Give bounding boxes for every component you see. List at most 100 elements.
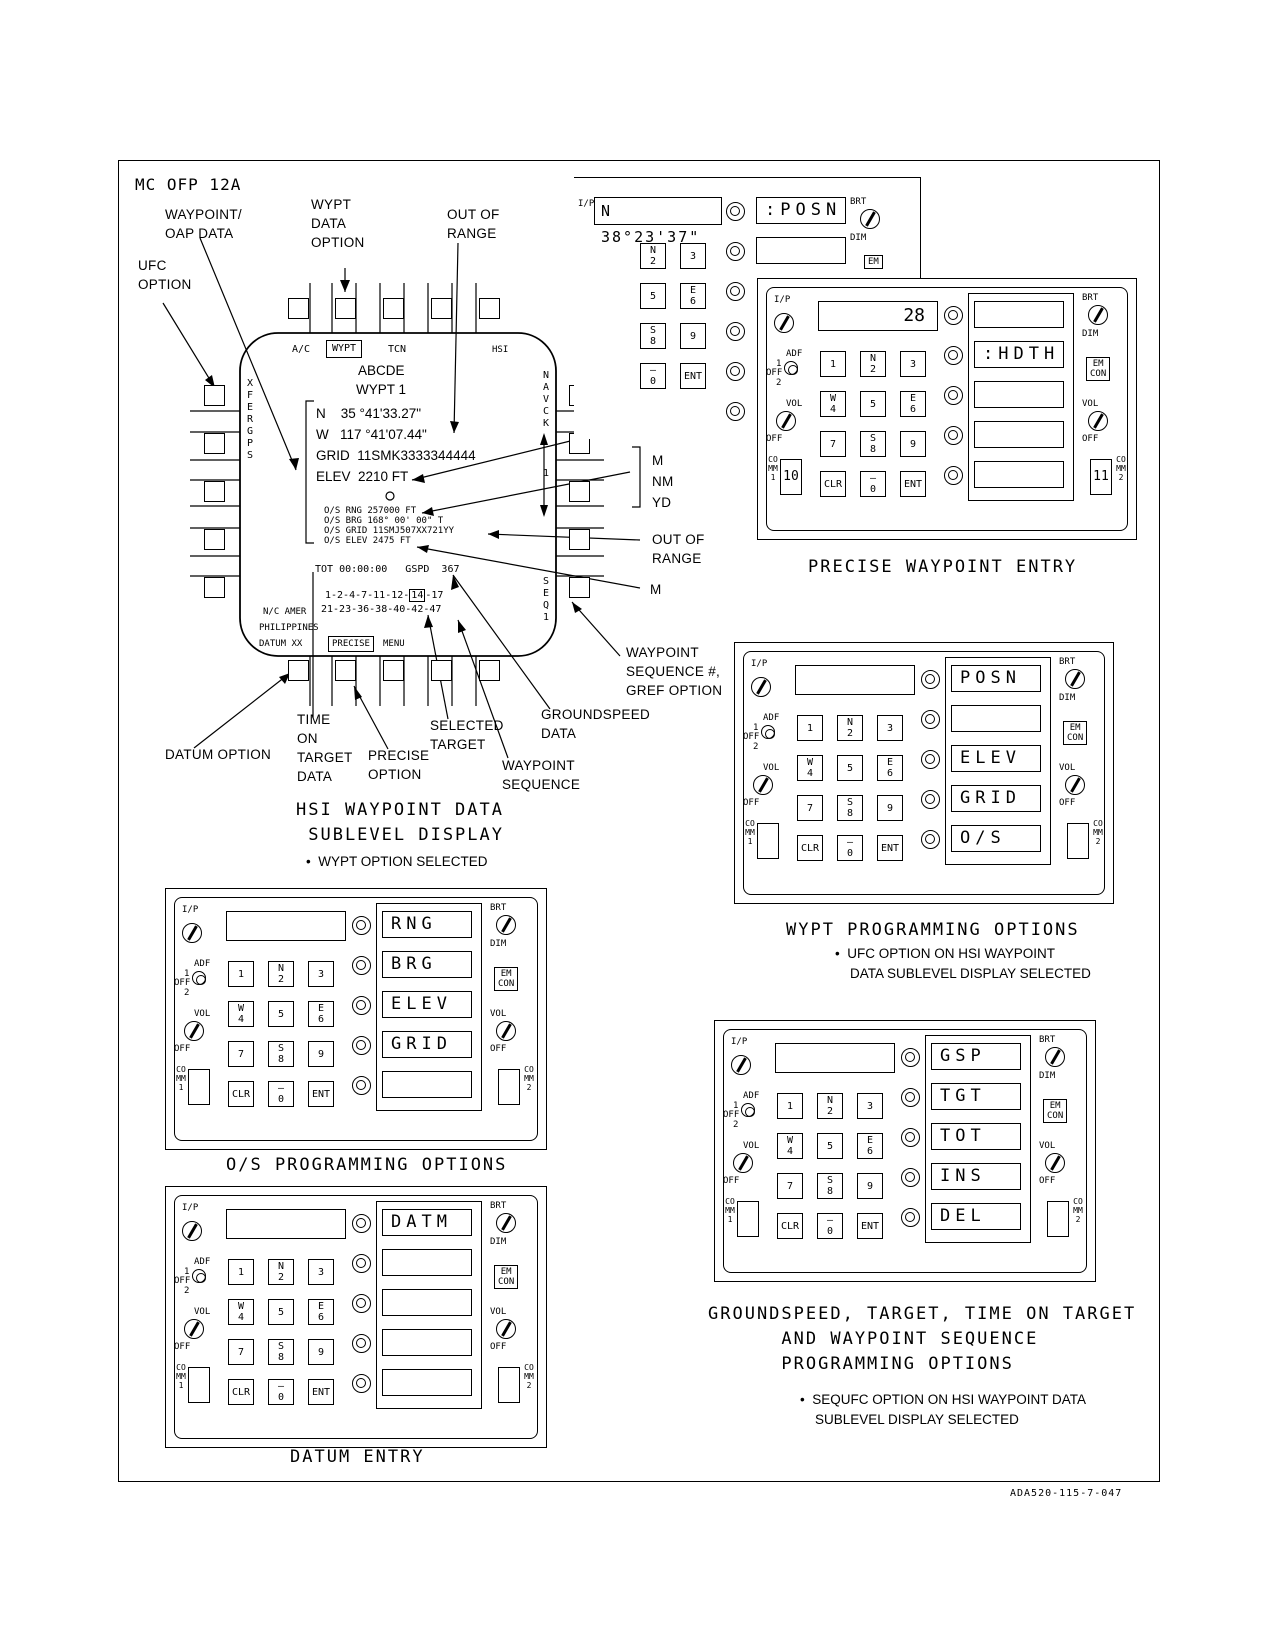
ufc-adf-switch[interactable] [761,725,775,739]
ufc-back-select[interactable] [726,282,745,301]
ufc-key-5[interactable]: 5 [268,1299,294,1325]
hsi-pb-left-2[interactable] [204,433,225,454]
ufc-key-7[interactable]: 7 [797,795,823,821]
ufc-option-select-5[interactable] [901,1208,920,1227]
ufc-key-ent[interactable]: ENT [857,1213,883,1239]
ufc-brt-knob[interactable] [1088,305,1108,325]
hsi-pb-bottom-3[interactable] [383,660,404,681]
ufc-key-1[interactable]: 1 [797,715,823,741]
ufc-back-key[interactable]: 3 [680,243,706,269]
ufc-ip-knob[interactable] [182,923,202,943]
ufc-back-select-2[interactable] [726,242,745,261]
ufc-adf-switch[interactable] [741,1103,755,1117]
ufc-key-5[interactable]: 5 [860,391,886,417]
ufc-comm1-box[interactable] [188,1367,210,1403]
ufc-key-0[interactable]: –0 [837,835,863,861]
ufc-option-select-5[interactable] [352,1374,371,1393]
ufc-back-key[interactable]: 5 [640,283,666,309]
ufc-key-1[interactable]: 1 [228,961,254,987]
ufc-comm2-box[interactable]: 11 [1090,459,1112,495]
ufc-option-select-1[interactable] [944,306,963,325]
ufc-option-select-1[interactable] [921,670,940,689]
hsi-pb-top-3[interactable] [383,298,404,319]
ufc-ip-knob[interactable] [751,677,771,697]
ufc-option-select-3[interactable] [901,1128,920,1147]
ufc-option-select-4[interactable] [352,1036,371,1055]
ufc-vol2-knob[interactable] [1065,775,1085,795]
ufc-key-1[interactable]: 1 [777,1093,803,1119]
ufc-vol2-knob[interactable] [1045,1153,1065,1173]
ufc-option-select-4[interactable] [921,790,940,809]
ufc-brt-knob[interactable] [1045,1047,1065,1067]
hsi-pb-right-3[interactable] [569,481,590,502]
ufc-back-key[interactable]: ENT [680,363,706,389]
ufc-brt-knob[interactable] [496,1213,516,1233]
ufc-option-select-3[interactable] [944,386,963,405]
hsi-pb-right-4[interactable] [569,529,590,550]
ufc-back-select[interactable] [726,402,745,421]
ufc-back-knob[interactable] [860,209,880,229]
ufc-option-select-1[interactable] [352,916,371,935]
ufc-option-select-3[interactable] [352,996,371,1015]
ufc-option-select-3[interactable] [352,1294,371,1313]
ufc-key-1[interactable]: 1 [820,351,846,377]
ufc-key-clr[interactable]: CLR [797,835,823,861]
ufc-comm2-box[interactable] [498,1069,520,1105]
ufc-key-clr[interactable]: CLR [820,471,846,497]
hsi-pb-left-3[interactable] [204,481,225,502]
ufc-key-ent[interactable]: ENT [308,1081,334,1107]
ufc-option-select-2[interactable] [352,1254,371,1273]
ufc-adf-switch[interactable] [192,971,206,985]
ufc-option-select-2[interactable] [921,710,940,729]
ufc-key-5[interactable]: 5 [268,1001,294,1027]
ufc-option-select-5[interactable] [352,1076,371,1095]
ufc-vol-knob[interactable] [776,411,796,431]
hsi-pb-bottom-4[interactable] [431,660,452,681]
hsi-pb-left-5[interactable] [204,577,225,598]
hsi-pb-top-1[interactable] [288,298,309,319]
ufc-adf-switch[interactable] [192,1269,206,1283]
hsi-pb-precise[interactable] [335,660,356,681]
ufc-brt-knob[interactable] [496,915,516,935]
ufc-option-select-5[interactable] [944,466,963,485]
ufc-key-9[interactable]: 9 [308,1339,334,1365]
hsi-pb-bottom-5[interactable] [479,660,500,681]
hsi-pb-left-4[interactable] [204,529,225,550]
ufc-key-ent[interactable]: ENT [877,835,903,861]
ufc-key-7[interactable]: 7 [228,1339,254,1365]
ufc-option-select-4[interactable] [901,1168,920,1187]
hsi-pb-ufc[interactable] [204,385,225,406]
ufc-key-5[interactable]: 5 [817,1133,843,1159]
ufc-key-1[interactable]: 1 [228,1259,254,1285]
ufc-option-select-2[interactable] [901,1088,920,1107]
ufc-vol-knob[interactable] [733,1153,753,1173]
ufc-key-clr[interactable]: CLR [228,1081,254,1107]
ufc-ip-knob[interactable] [731,1055,751,1075]
ufc-key-ent[interactable]: ENT [308,1379,334,1405]
ufc-comm2-box[interactable] [1067,823,1089,859]
ufc-key-9[interactable]: 9 [877,795,903,821]
ufc-back-key[interactable]: 9 [680,323,706,349]
ufc-key-7[interactable]: 7 [820,431,846,457]
ufc-vol-knob[interactable] [753,775,773,795]
ufc-vol2-knob[interactable] [1088,411,1108,431]
hsi-pb-top-4[interactable] [431,298,452,319]
ufc-key-0[interactable]: –0 [817,1213,843,1239]
